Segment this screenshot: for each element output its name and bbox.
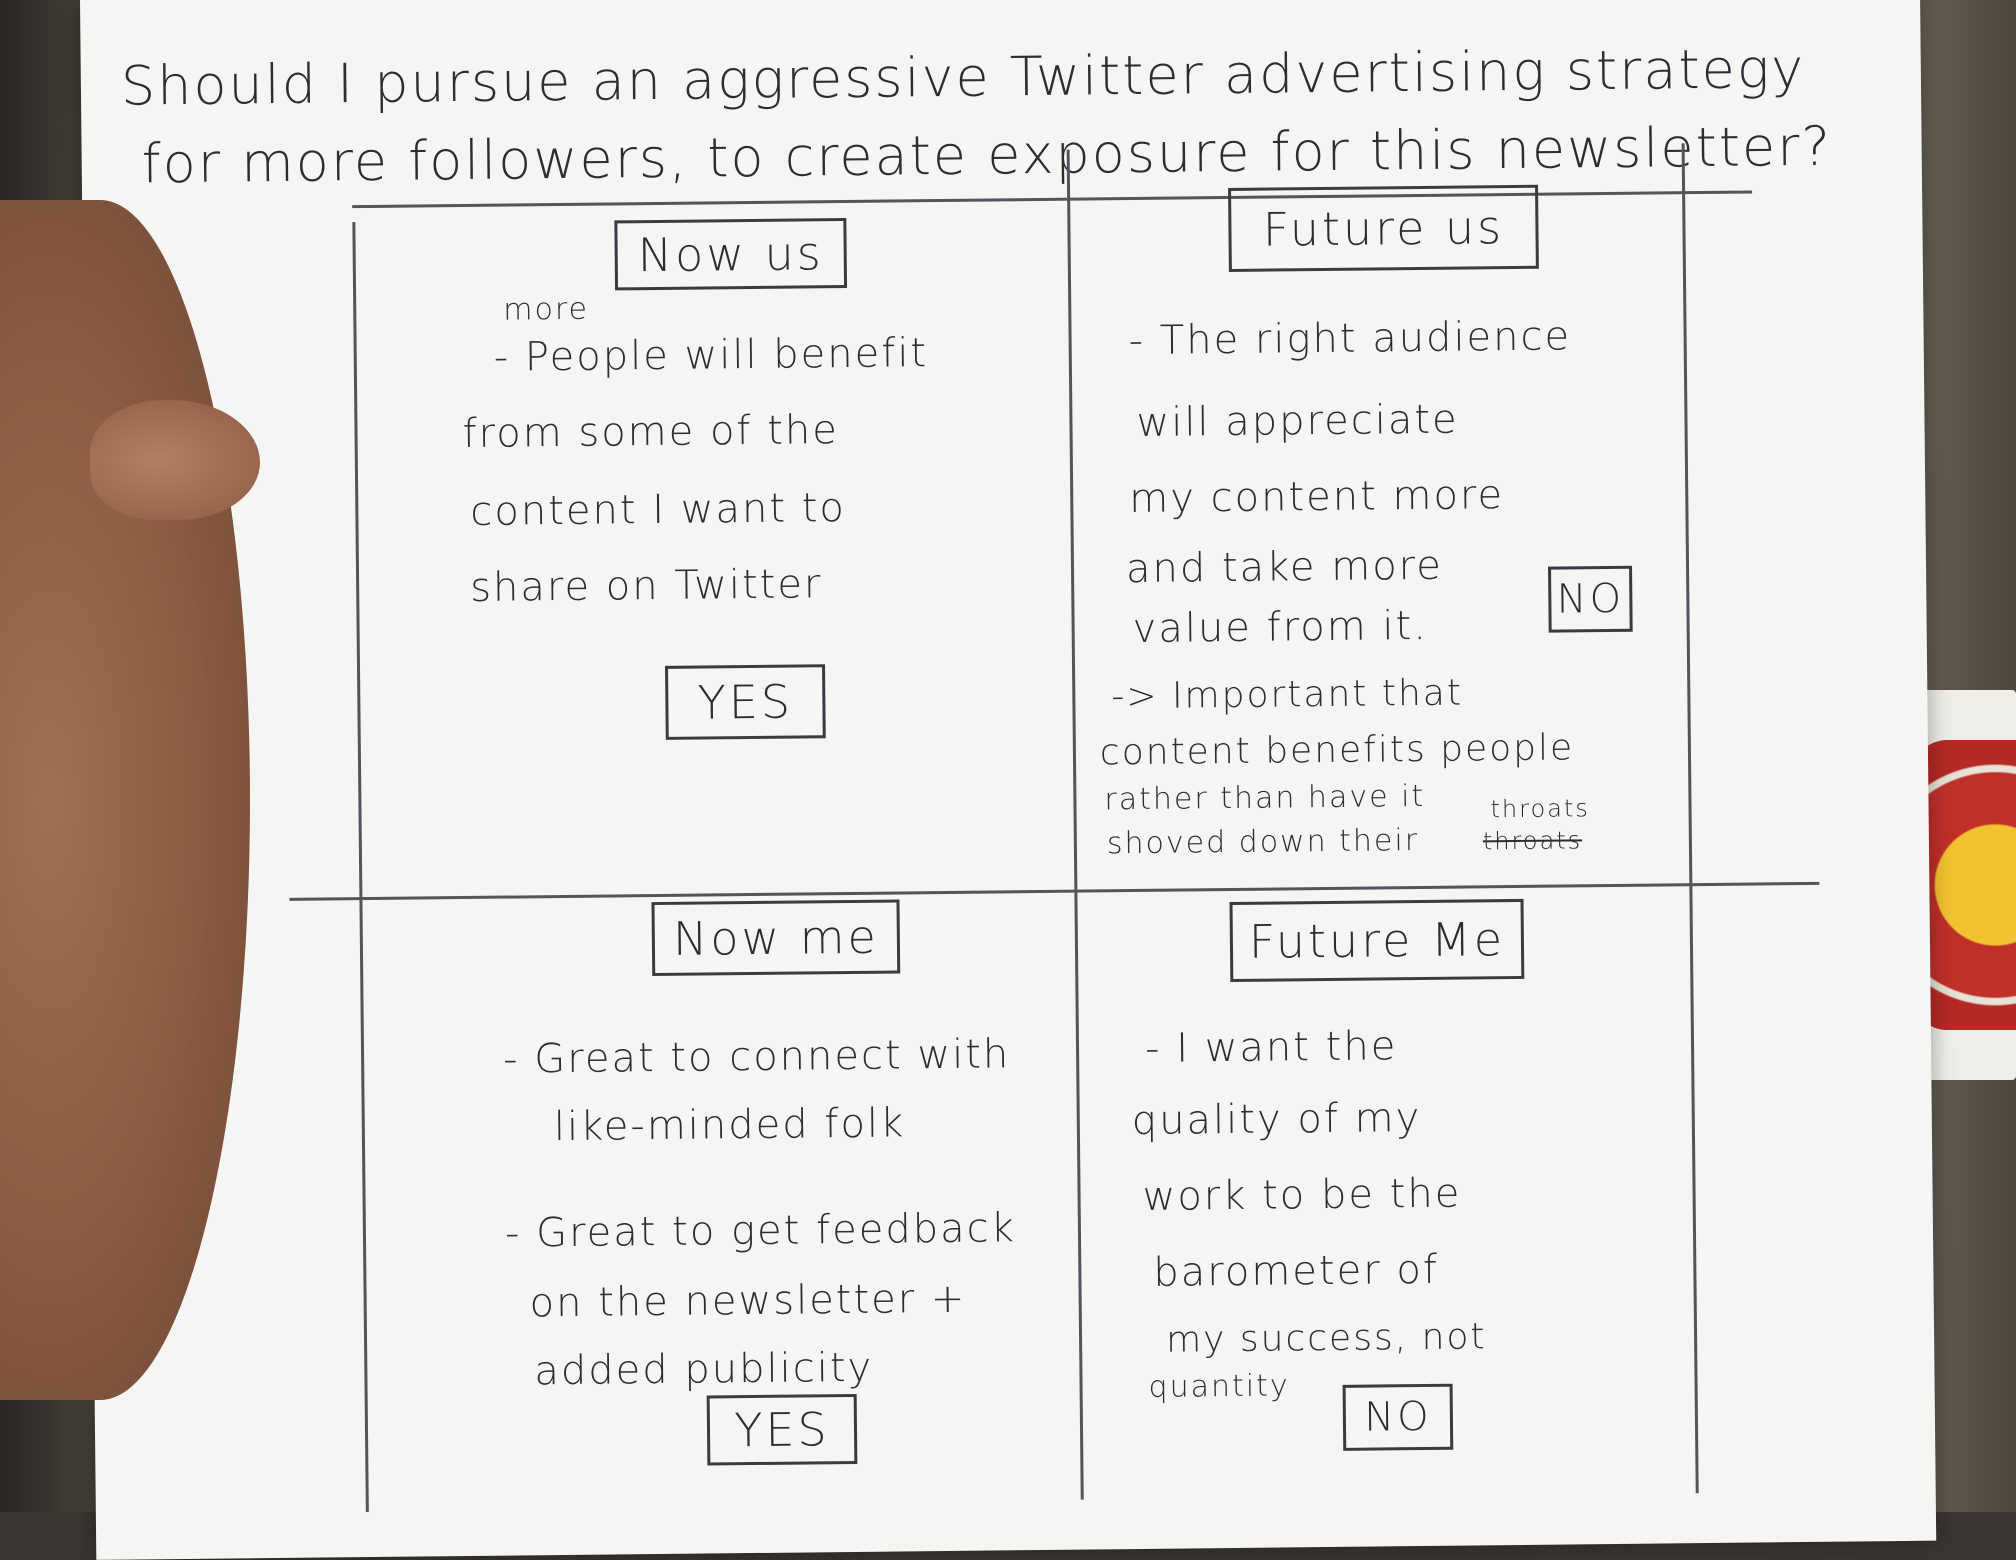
future-me-line-5: my success, not (1165, 1316, 1487, 1361)
now-me-line-5: added publicity (534, 1344, 874, 1395)
now-me-line-3: - Great to get feedback (504, 1205, 1017, 1257)
future-us-line-2: will appreciate (1136, 396, 1459, 446)
verdict-future-us: NO (1548, 565, 1633, 633)
heading-future-me: Future Me (1229, 898, 1525, 983)
grid-top-line (352, 190, 1753, 209)
future-us-note-1: -> Important that (1111, 672, 1464, 718)
future-me-line-2: quality of my (1131, 1095, 1422, 1145)
now-us-line-1: - People will benefit (493, 330, 929, 381)
now-us-line-4: share on Twitter (469, 561, 823, 611)
future-us-correction: throats (1490, 794, 1590, 824)
future-us-note-3: rather than have it (1104, 778, 1426, 818)
future-us-struck-word: throats (1482, 826, 1583, 856)
grid-right-line (1681, 143, 1699, 1494)
now-us-line-2: from some of the (462, 407, 840, 458)
verdict-future-me: NO (1342, 1383, 1454, 1451)
verdict-now-me: YES (706, 1393, 858, 1466)
future-us-line-1: - The right audience (1128, 313, 1572, 365)
grid-center-vertical (1066, 149, 1084, 1500)
future-us-note-2: content benefits people (1099, 727, 1575, 774)
question-line-1: Should I pursue an aggressive Twitter ad… (120, 36, 1806, 118)
thumb (90, 400, 260, 520)
future-us-line-5: value from it. (1132, 602, 1429, 653)
grid-left-line (352, 222, 369, 1513)
now-me-line-2: like-minded folk (553, 1100, 906, 1151)
grid-center-horizontal (289, 881, 1820, 901)
future-us-note-4: shoved down their (1106, 823, 1420, 862)
now-us-line-3: content I want to (470, 485, 847, 535)
verdict-now-us: YES (665, 664, 826, 740)
notebook-sheet: Should I pursue an aggressive Twitter ad… (80, 0, 1937, 1560)
now-me-line-4: on the newsletter + (529, 1275, 967, 1327)
future-us-line-3: my content more (1129, 472, 1505, 523)
heading-future-us: Future us (1228, 184, 1539, 272)
now-us-insert: more (503, 291, 590, 328)
question-line-2: for more followers, to create exposure f… (141, 114, 1833, 196)
heading-now-me: Now me (651, 899, 901, 977)
future-me-line-1: - I want the (1144, 1023, 1398, 1072)
future-me-line-4: barometer of (1153, 1246, 1440, 1296)
holding-hand (0, 200, 250, 1400)
heading-now-us: Now us (614, 217, 848, 291)
now-me-line-1: - Great to connect with (502, 1031, 1011, 1083)
future-me-line-3: work to be the (1142, 1170, 1462, 1220)
future-me-line-6: quantity (1148, 1368, 1290, 1405)
future-us-line-4: and take more (1125, 542, 1444, 593)
